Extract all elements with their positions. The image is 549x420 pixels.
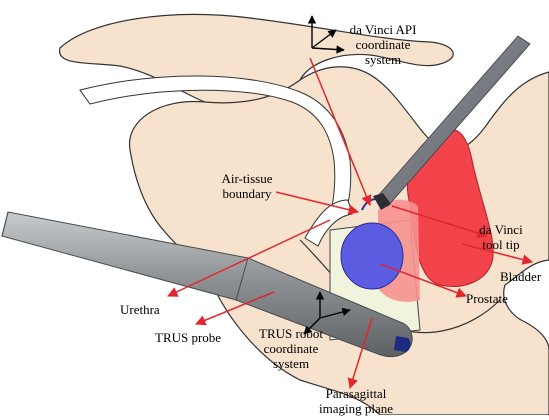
prostate-shape [341,223,403,289]
label-parasagittal-line1: Parasagittal [310,386,402,401]
label-bladder: Bladder [500,269,541,284]
label-parasagittal: Parasagittal imaging plane [310,386,402,416]
label-parasagittal-line2: imaging plane [310,401,402,416]
label-tool-tip-line2: tool tip [470,237,532,252]
label-davinci-api-line2: coordinate [328,37,438,52]
label-trus-robot-line1: TRUS robot [250,326,332,341]
label-tool-tip-line1: da Vinci [470,222,532,237]
label-air-tissue-line2: boundary [210,186,284,201]
label-trus-robot: TRUS robot coordinate system [250,326,332,371]
label-davinci-api: da Vinci API coordinate system [328,22,438,67]
label-prostate: Prostate [466,291,508,306]
label-air-tissue-line1: Air-tissue [210,171,284,186]
label-urethra: Urethra [120,302,160,317]
label-davinci-api-line3: system [328,52,438,67]
label-trus-probe: TRUS probe [155,330,221,345]
label-trus-robot-line2: coordinate [250,341,332,356]
label-trus-robot-line3: system [250,356,332,371]
trus-probe-tip [394,336,410,352]
label-davinci-api-line1: da Vinci API [328,22,438,37]
label-air-tissue: Air-tissue boundary [210,171,284,201]
label-davinci-tool-tip: da Vinci tool tip [470,222,532,252]
